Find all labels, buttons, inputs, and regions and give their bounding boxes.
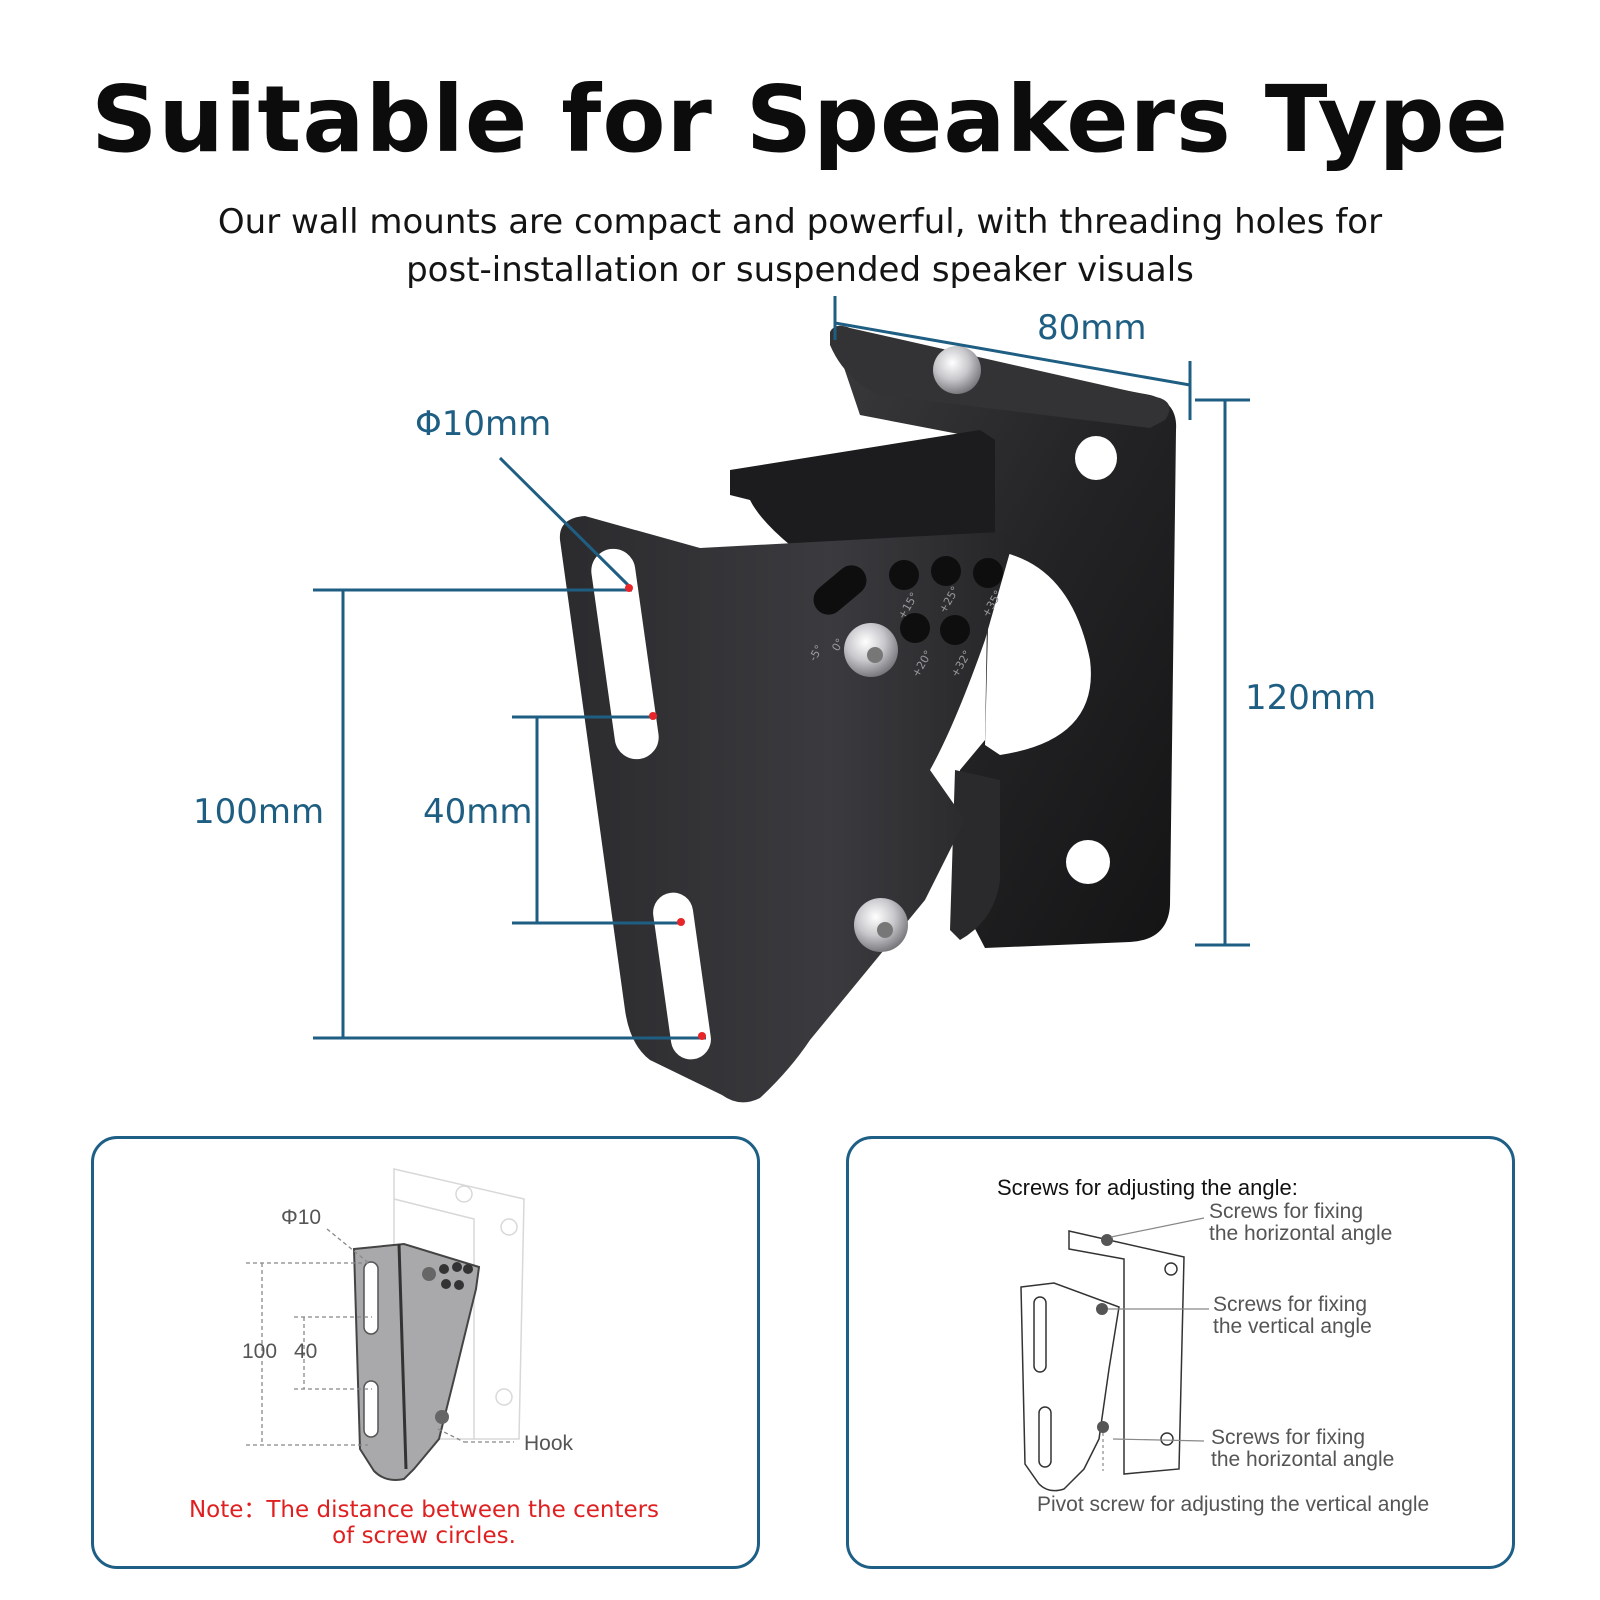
page-title: Suitable for Speakers Type xyxy=(91,66,1509,173)
width-dimension: 80mm xyxy=(1037,308,1147,348)
inner-span-dimension: 40mm xyxy=(423,792,533,832)
inner-span-label: 40 xyxy=(294,1340,318,1363)
upper-slot xyxy=(591,548,659,760)
top-horizontal-label: Screws for fixing the horizontal angle xyxy=(1209,1200,1393,1245)
angle-mark: 0° xyxy=(829,636,847,653)
height-dimension: 120mm xyxy=(1245,678,1377,718)
subtitle-line-1: Our wall mounts are compact and powerful… xyxy=(217,202,1383,242)
angle-screws-panel: Screws for adjusting the angle: Screws f… xyxy=(846,1136,1515,1569)
lower-slot xyxy=(653,892,711,1060)
pivot-screw-label: Pivot screw for adjusting the vertical a… xyxy=(1037,1493,1430,1516)
wall-mount-illustration: -5° 0° +15° +25° +35° +20° +32° xyxy=(313,296,1250,1103)
angle-holes xyxy=(813,556,1003,645)
outer-span-dimension: 100mm xyxy=(193,792,325,832)
lower-hinge xyxy=(950,770,1000,940)
wall-plate-hole-bottom xyxy=(1066,840,1110,884)
angle-screws-heading: Screws for adjusting the angle: xyxy=(997,1175,1298,1200)
page-subtitle: Our wall mounts are compact and powerful… xyxy=(150,198,1450,294)
subtitle-line-2: post-installation or suspended speaker v… xyxy=(406,250,1194,290)
hole-diameter-label: Φ10 xyxy=(281,1206,322,1229)
hole-spacing-panel: Φ10 100 40 Hook Note：The distance betwee… xyxy=(91,1136,760,1569)
angle-screws-diagram xyxy=(1020,1217,1209,1492)
hole-diameter-dimension: Φ10mm xyxy=(415,404,552,444)
horizontal-arm xyxy=(730,430,995,545)
bottom-horizontal-label: Screws for fixing the horizontal angle xyxy=(1211,1426,1395,1471)
dimension-lines xyxy=(313,296,1250,1040)
note-line-2: of screw circles. xyxy=(332,1523,516,1549)
spacing-note: Note：The distance between the centers of… xyxy=(154,1497,694,1549)
vertical-label: Screws for fixing the vertical angle xyxy=(1213,1293,1372,1338)
note-line-1: Note：The distance between the centers xyxy=(188,1497,660,1523)
wall-plate-hole-top xyxy=(1075,436,1117,480)
top-screw xyxy=(933,346,981,394)
hole-center-markers xyxy=(625,584,706,1040)
hole-spacing-diagram xyxy=(246,1168,525,1481)
top-arm xyxy=(830,325,1170,428)
outer-span-label: 100 xyxy=(242,1340,278,1363)
hook-label: Hook xyxy=(524,1432,574,1455)
